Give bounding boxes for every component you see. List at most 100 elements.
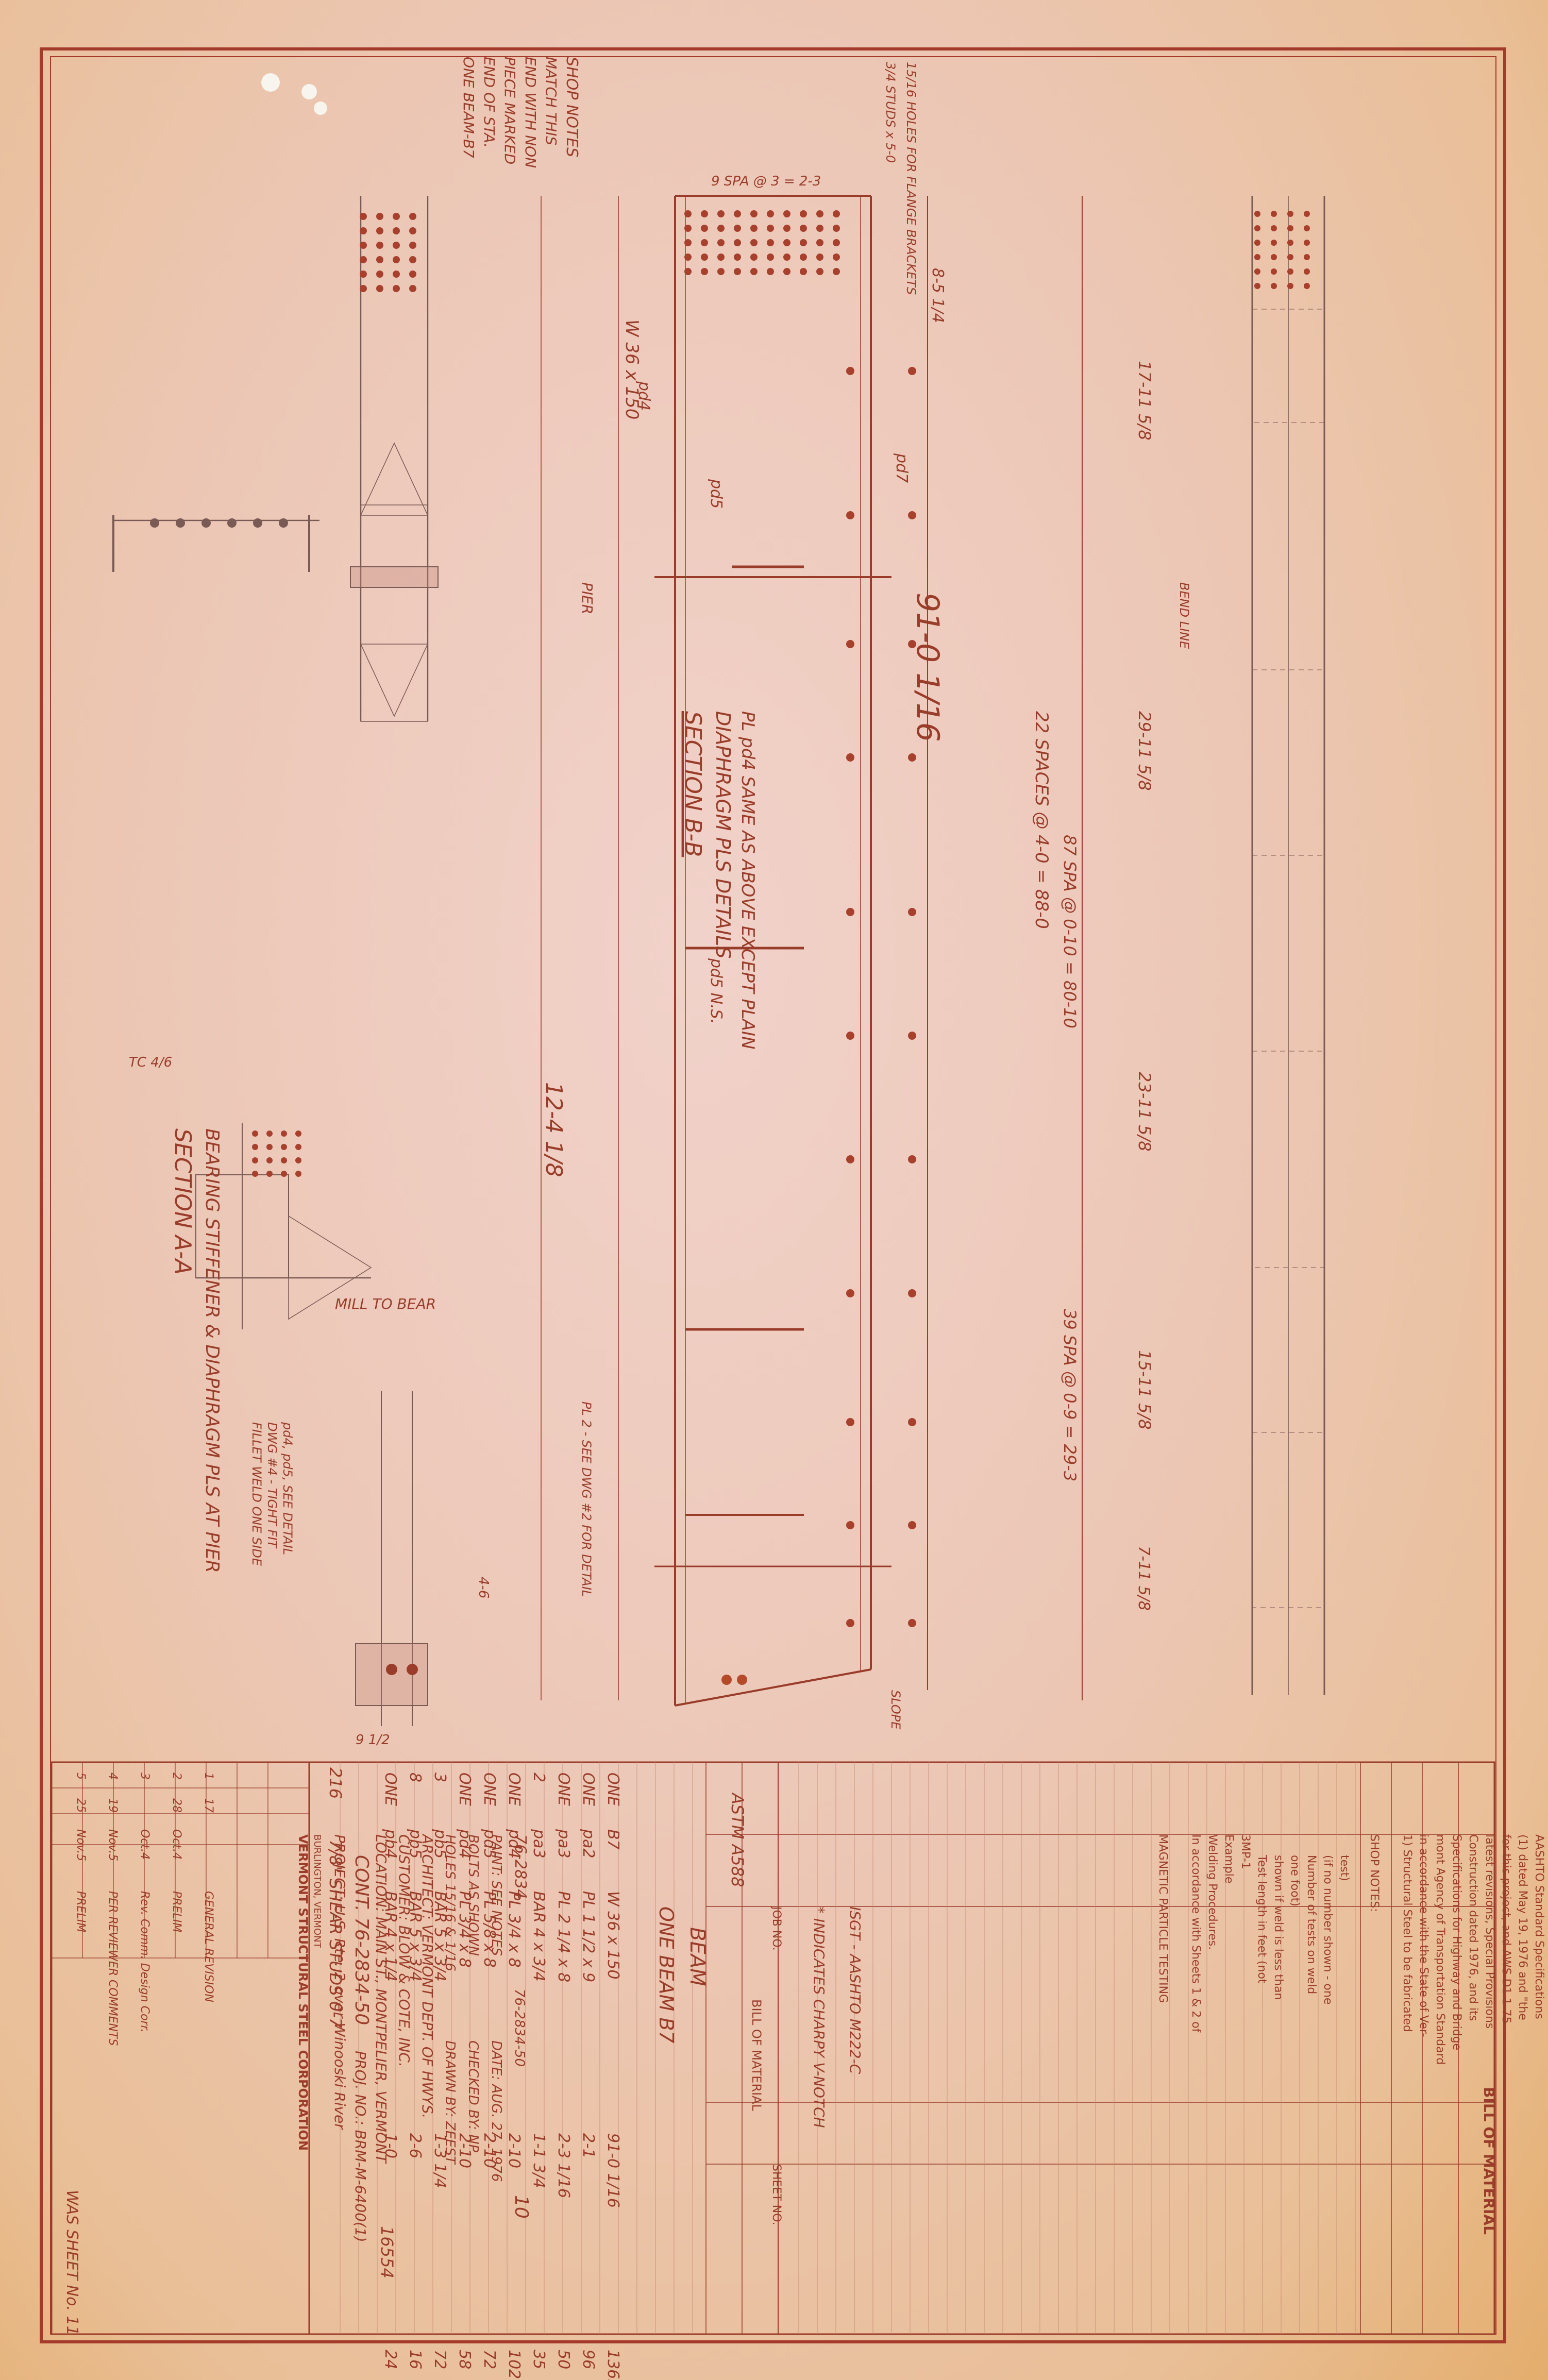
bolt-hole: [800, 268, 807, 275]
shop-note-line: Construction dated 1976, and its: [1467, 1834, 1479, 2021]
bolt-hole: [750, 268, 758, 275]
punch-hole: [314, 102, 327, 115]
revision-cell: Oct.4: [170, 1829, 183, 1860]
bolt-hole: [360, 271, 367, 278]
bolt-hole: [833, 210, 840, 217]
dim-8-5: 8-5 1/4: [929, 268, 947, 323]
bolt-hole: [281, 1144, 287, 1150]
stud-line: 7/8" SHEAR STUDS 0-7: [326, 1839, 345, 2029]
bolt-hole: [1304, 211, 1310, 217]
mpt-line: one foot): [1288, 1855, 1301, 1906]
mpt-line: Number of tests on weld: [1305, 1855, 1318, 1994]
bom-cell: 2-10: [456, 2133, 474, 2168]
mpt-line: Example: [1222, 1834, 1235, 1883]
beam-elevation: [541, 195, 1083, 1707]
bolt-hole: [767, 239, 774, 246]
revision-cell: PER REVIEWER COMMENTS: [106, 1891, 119, 2046]
shop-note-line: mont Agency of Transportation Standard: [1434, 1834, 1446, 2065]
bolt-hole: [701, 225, 708, 232]
bolt-hole: [767, 268, 774, 275]
bolt-hole: [684, 268, 692, 275]
bolt-hole: [1254, 268, 1260, 275]
svg-text:CUSTOMER: BLOW & COTE, INC.: CUSTOMER: BLOW & COTE, INC.: [396, 1834, 413, 2067]
bolt-hole: [1271, 211, 1277, 217]
bolt-hole: [393, 271, 400, 278]
dim-17-11: 17-11 5/8: [1135, 361, 1154, 441]
bom-cell: BAR 4 x 1/4: [381, 1891, 399, 1982]
bolt-field-plan: [1254, 211, 1310, 289]
revision-cell: 25: [74, 1798, 87, 1813]
pd5-label: pd5: [707, 479, 725, 509]
svg-text:SECTION B-B: SECTION B-B: [680, 711, 706, 857]
svg-text:HOLES 15/16 & 1/16: HOLES 15/16 & 1/16: [442, 1834, 458, 1971]
revision-cell: 1: [202, 1773, 215, 1780]
bolt-hole: [281, 1130, 287, 1137]
bolt-hole: [409, 285, 416, 292]
bom-cell: pb5: [431, 1829, 449, 1859]
pd4-label: pd4: [635, 381, 653, 411]
bolt-hole: [266, 1130, 273, 1137]
stud-mark: [846, 753, 854, 762]
stud-mark: [908, 1619, 916, 1627]
bolt-hole: [800, 225, 807, 232]
mpt-line: shown if weld is less than: [1272, 1855, 1285, 2000]
pd7-label: pd7: [893, 453, 911, 483]
dim-23-11: 23-11 5/8: [1135, 1072, 1154, 1152]
stud-mark: [846, 1619, 854, 1627]
bom-cell: 1-0: [381, 2133, 399, 2158]
bom-cell: ONE: [554, 1773, 573, 1806]
bom-cell: PL 1 1/2 x 9: [579, 1891, 597, 1982]
bolt-hole: [252, 1130, 258, 1137]
mpt-line: (if no number shown - one: [1321, 1855, 1334, 2004]
bolt-hole: [833, 225, 840, 232]
bolt-hole: [701, 239, 708, 246]
spa-39-label: 39 SPA @ 0-9 = 29-3: [1060, 1309, 1080, 1481]
bolt-hole: [684, 210, 692, 217]
bolt-hole: [717, 210, 725, 217]
bolt-hole: [360, 256, 367, 263]
bolt-hole: [376, 213, 383, 220]
bolt-hole: [816, 239, 823, 246]
bolt-hole: [1304, 268, 1310, 275]
revision-grid: [52, 1762, 309, 1959]
bolt-hole: [1271, 240, 1277, 246]
stud-weight: 16554: [377, 2226, 397, 2278]
revision-cell: PRELIM: [170, 1891, 183, 1932]
bolt-hole: [800, 254, 807, 261]
bolt-hole: [1271, 268, 1277, 275]
bom-cell: 96: [579, 2350, 597, 2369]
bom-cell: BAR 5 x 3/4: [406, 1891, 424, 1982]
shop-note-line: (1) dated May 19, 1976 and "the: [1516, 1834, 1529, 2020]
bom-cell: 58: [456, 2350, 474, 2369]
stud-mark: [908, 511, 916, 519]
studs-note: 3/4 STUDS x 5-0: [883, 62, 898, 163]
bolt-hole: [750, 254, 758, 261]
bom-cell: pb4: [381, 1829, 399, 1859]
shop-note-line: for this project, and AWS D1.1-75: [1500, 1834, 1512, 2024]
bolt-hole: [701, 210, 708, 217]
bolt-hole: [1254, 211, 1260, 217]
bb-stud-row: [150, 518, 288, 528]
bom-cell: 102: [505, 2350, 523, 2379]
bom-cell: 2-10: [505, 2133, 523, 2168]
bolt-hole: [1304, 283, 1310, 289]
bolt-hole: [767, 225, 774, 232]
svg-text:ISGT - AASHTO M222-C: ISGT - AASHTO M222-C: [847, 1906, 864, 2074]
bolt-hole: [684, 239, 692, 246]
section-bb-title: SECTION B-B DIAPHRAGM PLS DETAILS PL pd4…: [680, 711, 758, 1050]
bolt-hole: [701, 254, 708, 261]
stud-mark: [201, 518, 211, 528]
weld-mark: [737, 1675, 747, 1685]
revision-cell: 3: [138, 1773, 151, 1780]
stud-mark: [846, 908, 854, 916]
bolt-hole: [376, 271, 383, 278]
bolt-hole: [833, 254, 840, 261]
